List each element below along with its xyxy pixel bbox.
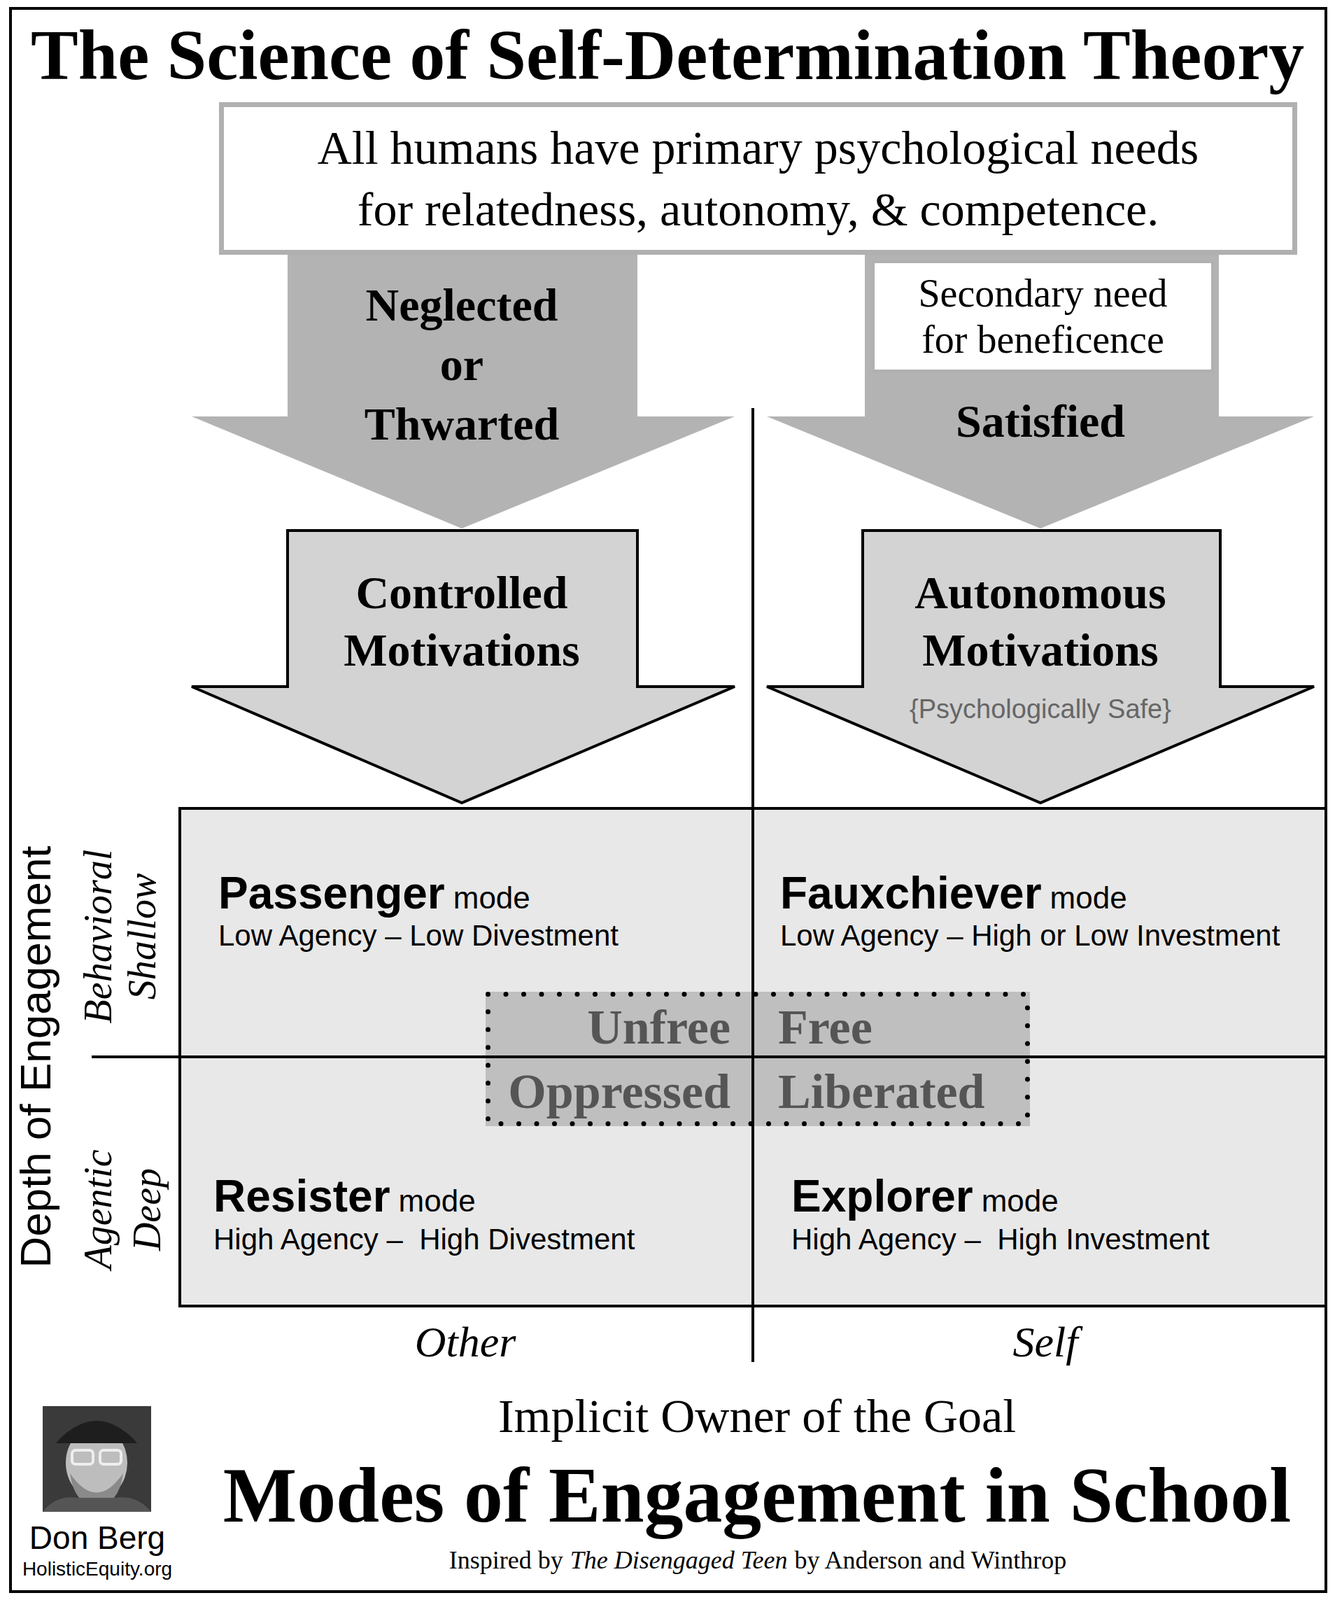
photo-hat — [55, 1420, 138, 1443]
autonomous-arrow: Autonomous Motivations {Psychologically S… — [766, 530, 1315, 803]
mode-word: mode — [398, 1183, 476, 1218]
mode-name: Explorer — [791, 1170, 974, 1221]
diagram-title: The Science of Self-Determination Theory — [30, 16, 1305, 96]
freedom-term: Free — [778, 999, 873, 1056]
mode-description: Low Agency – Low Divestment — [218, 917, 619, 953]
credit-text: The Disengaged Teen — [570, 1545, 788, 1574]
quadrant-grid-border — [179, 808, 1326, 1306]
freedom-box: Unfree FreeOppressed Liberated — [485, 991, 1030, 1126]
axis-level: Agentic — [74, 1148, 122, 1269]
axis-level: Shallow — [118, 873, 166, 1000]
mode-description: High Agency – High Investment — [791, 1221, 1210, 1257]
author-photo — [42, 1405, 152, 1512]
mode-word: mode — [453, 880, 531, 915]
mode-name: Passenger — [218, 867, 445, 918]
photo-shoulders — [42, 1496, 152, 1512]
mode-word: mode — [1050, 880, 1128, 915]
arrow-label: Neglected or Thwarted — [353, 274, 571, 454]
beneficence-box: Secondary need for beneficence — [871, 260, 1214, 373]
motivation-label: Controlled Motivations — [321, 563, 602, 679]
mode-name: Resister — [213, 1170, 391, 1221]
credit-text: Inspired by — [449, 1545, 564, 1574]
arrow-outline — [766, 254, 1315, 529]
needs-statement: All humans have primary psychological ne… — [296, 116, 1221, 240]
photo-glasses — [100, 1449, 122, 1464]
axis-value: Other — [414, 1315, 517, 1368]
motivation-label: Autonomous Motivations — [900, 563, 1181, 679]
author-site: HolisticEquity.org — [22, 1556, 173, 1581]
mode-name: Fauxchiever — [780, 867, 1042, 918]
arrow-outline — [766, 530, 1315, 803]
mode-description: High Agency – High Divestment — [213, 1221, 635, 1257]
secondary-need: Secondary need for beneficence — [906, 270, 1180, 363]
dotted-outline — [488, 994, 1028, 1124]
author-name: Don Berg — [29, 1518, 166, 1557]
credit-text: by Anderson and Winthrop — [794, 1545, 1067, 1574]
axis-title: Implicit Owner of the Goal — [498, 1387, 1016, 1445]
axis-title: Depth of Engagement — [9, 845, 62, 1268]
photo-glasses — [72, 1449, 94, 1464]
photo-background — [42, 1405, 152, 1512]
mode-word: mode — [981, 1183, 1059, 1218]
arrow-outline — [191, 254, 735, 529]
freedom-term: Liberated — [778, 1063, 986, 1120]
diagram-caption: Modes of Engagement in School — [223, 1451, 1291, 1538]
outer-border — [10, 8, 1326, 1592]
axis-level: Behavioral — [74, 849, 122, 1024]
credit-line: Inspired byThe Disengaged Teenby Anderso… — [449, 1544, 1067, 1575]
axis-level: Deep — [123, 1167, 171, 1251]
needs-box: All humans have primary psychological ne… — [219, 102, 1298, 255]
controlled-arrow: Controlled Motivations — [191, 530, 735, 803]
freedom-term: Unfree — [587, 999, 731, 1056]
arrow-label: Satisfied — [766, 391, 1315, 451]
freedom-term: Oppressed — [507, 1063, 731, 1120]
thwarted-arrow: Neglected or Thwarted — [191, 254, 735, 529]
axis-value: Self — [1013, 1315, 1079, 1368]
safety-note: {Psychologically Safe} — [766, 693, 1315, 725]
mode-description: Low Agency – High or Low Investment — [780, 917, 1280, 953]
arrow-outline — [191, 530, 735, 803]
satisfied-arrow: Secondary need for beneficenceSatisfied — [766, 254, 1315, 529]
